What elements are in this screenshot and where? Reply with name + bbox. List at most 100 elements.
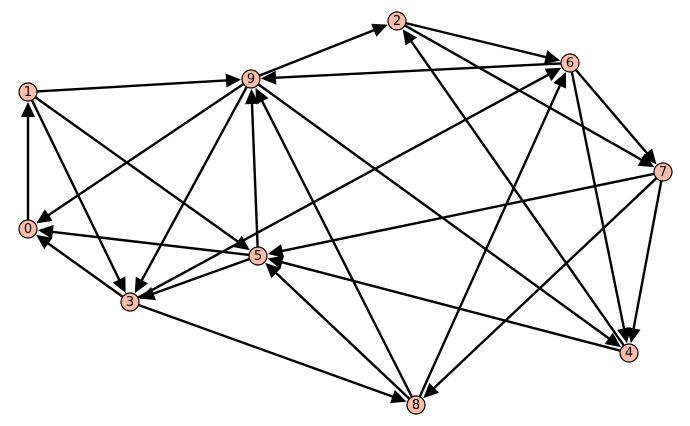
edge-line	[574, 69, 649, 156]
node-label: 6	[566, 56, 574, 71]
edge-line	[632, 180, 663, 331]
edge-5-to-9	[244, 88, 259, 248]
edge-9-to-2	[258, 23, 388, 77]
edge-line	[260, 98, 414, 398]
edge-line	[409, 39, 625, 347]
edge-7-to-8	[423, 177, 658, 399]
edge-1-to-3	[30, 99, 126, 294]
arrowhead	[617, 327, 631, 344]
node-label: 5	[254, 249, 262, 264]
node-0: 0	[18, 219, 38, 239]
edge-4-to-5	[267, 255, 621, 352]
node-4: 4	[619, 343, 639, 363]
node-label: 9	[247, 72, 255, 87]
edge-5-to-0	[37, 224, 250, 257]
arrowhead	[21, 102, 35, 117]
arrowhead	[36, 209, 53, 224]
edge-9-to-0	[36, 83, 245, 224]
edge-line	[431, 177, 658, 391]
node-circle	[653, 162, 673, 182]
arrowhead	[37, 224, 54, 239]
edge-line	[405, 21, 548, 59]
arrowhead	[390, 389, 407, 404]
edge-line	[404, 24, 644, 162]
edge-6-to-4	[570, 71, 631, 344]
edge-8-to-5	[265, 262, 411, 400]
edge-line	[258, 28, 377, 77]
edge-line	[273, 270, 411, 400]
edge-line	[30, 99, 122, 282]
node-1: 1	[18, 82, 38, 102]
arrowhead	[544, 67, 562, 82]
arrowhead	[402, 29, 418, 46]
node-label: 4	[625, 346, 633, 361]
edge-line	[257, 83, 612, 341]
node-5: 5	[248, 246, 268, 266]
edge-5-to-3	[139, 257, 250, 301]
edge-line	[250, 101, 259, 248]
node-label: 8	[412, 398, 420, 413]
arrowhead	[267, 255, 284, 270]
edge-line	[50, 230, 250, 257]
arrowhead	[255, 87, 269, 105]
node-circle	[387, 11, 407, 31]
node-label: 2	[393, 14, 401, 29]
arrowhead	[225, 73, 242, 88]
edge-line	[418, 83, 562, 398]
edge-4-to-2	[402, 29, 625, 347]
edge-line	[46, 241, 124, 298]
node-8: 8	[406, 395, 426, 415]
edge-line	[34, 96, 240, 244]
node-9: 9	[241, 69, 261, 89]
edge-6-to-9	[260, 62, 562, 85]
node-circle	[18, 219, 38, 239]
node-label: 0	[24, 222, 32, 237]
node-label: 3	[126, 295, 134, 310]
nodes-layer: 0 1 2 3 4 5 6 7 8 9	[18, 11, 673, 415]
arrowhead	[641, 148, 657, 165]
edge-6-to-7	[574, 69, 657, 165]
edge-9-to-3	[134, 86, 248, 294]
edge-3-to-0	[36, 234, 124, 298]
node-circle	[248, 246, 268, 266]
arrowhead	[626, 327, 641, 344]
node-2: 2	[387, 11, 407, 31]
edge-3-to-6	[137, 67, 562, 299]
edge-2-to-7	[404, 24, 655, 168]
edge-line	[570, 71, 626, 331]
arrowhead	[134, 276, 149, 294]
arrowhead	[265, 262, 281, 279]
edge-9-to-4	[257, 83, 621, 348]
node-circle	[619, 343, 639, 363]
edges-layer	[21, 21, 663, 404]
edge-2-to-6	[405, 21, 561, 64]
edge-line	[46, 83, 245, 218]
edge-3-to-8	[138, 303, 407, 404]
node-circle	[18, 82, 38, 102]
arrowhead	[553, 72, 567, 89]
arrowhead	[233, 235, 250, 251]
edge-7-to-5	[267, 172, 655, 258]
node-label: 1	[24, 85, 32, 100]
arrowhead	[112, 276, 126, 294]
node-3: 3	[120, 292, 140, 312]
arrowhead	[423, 382, 439, 399]
arrowhead	[604, 332, 621, 348]
edge-line	[151, 257, 250, 296]
node-7: 7	[653, 162, 673, 182]
edge-line	[138, 303, 395, 399]
arrowhead	[244, 88, 259, 105]
arrowhead	[637, 153, 655, 168]
edge-8-to-6	[418, 72, 567, 398]
node-circle	[120, 292, 140, 312]
arrowhead	[267, 244, 284, 258]
node-circle	[241, 69, 261, 89]
node-label: 7	[659, 165, 667, 180]
edge-0-to-1	[21, 102, 35, 220]
node-circle	[406, 395, 426, 415]
edge-line	[36, 79, 229, 93]
edge-line	[139, 86, 248, 283]
edge-1-to-9	[36, 73, 242, 93]
edge-line	[273, 62, 562, 80]
